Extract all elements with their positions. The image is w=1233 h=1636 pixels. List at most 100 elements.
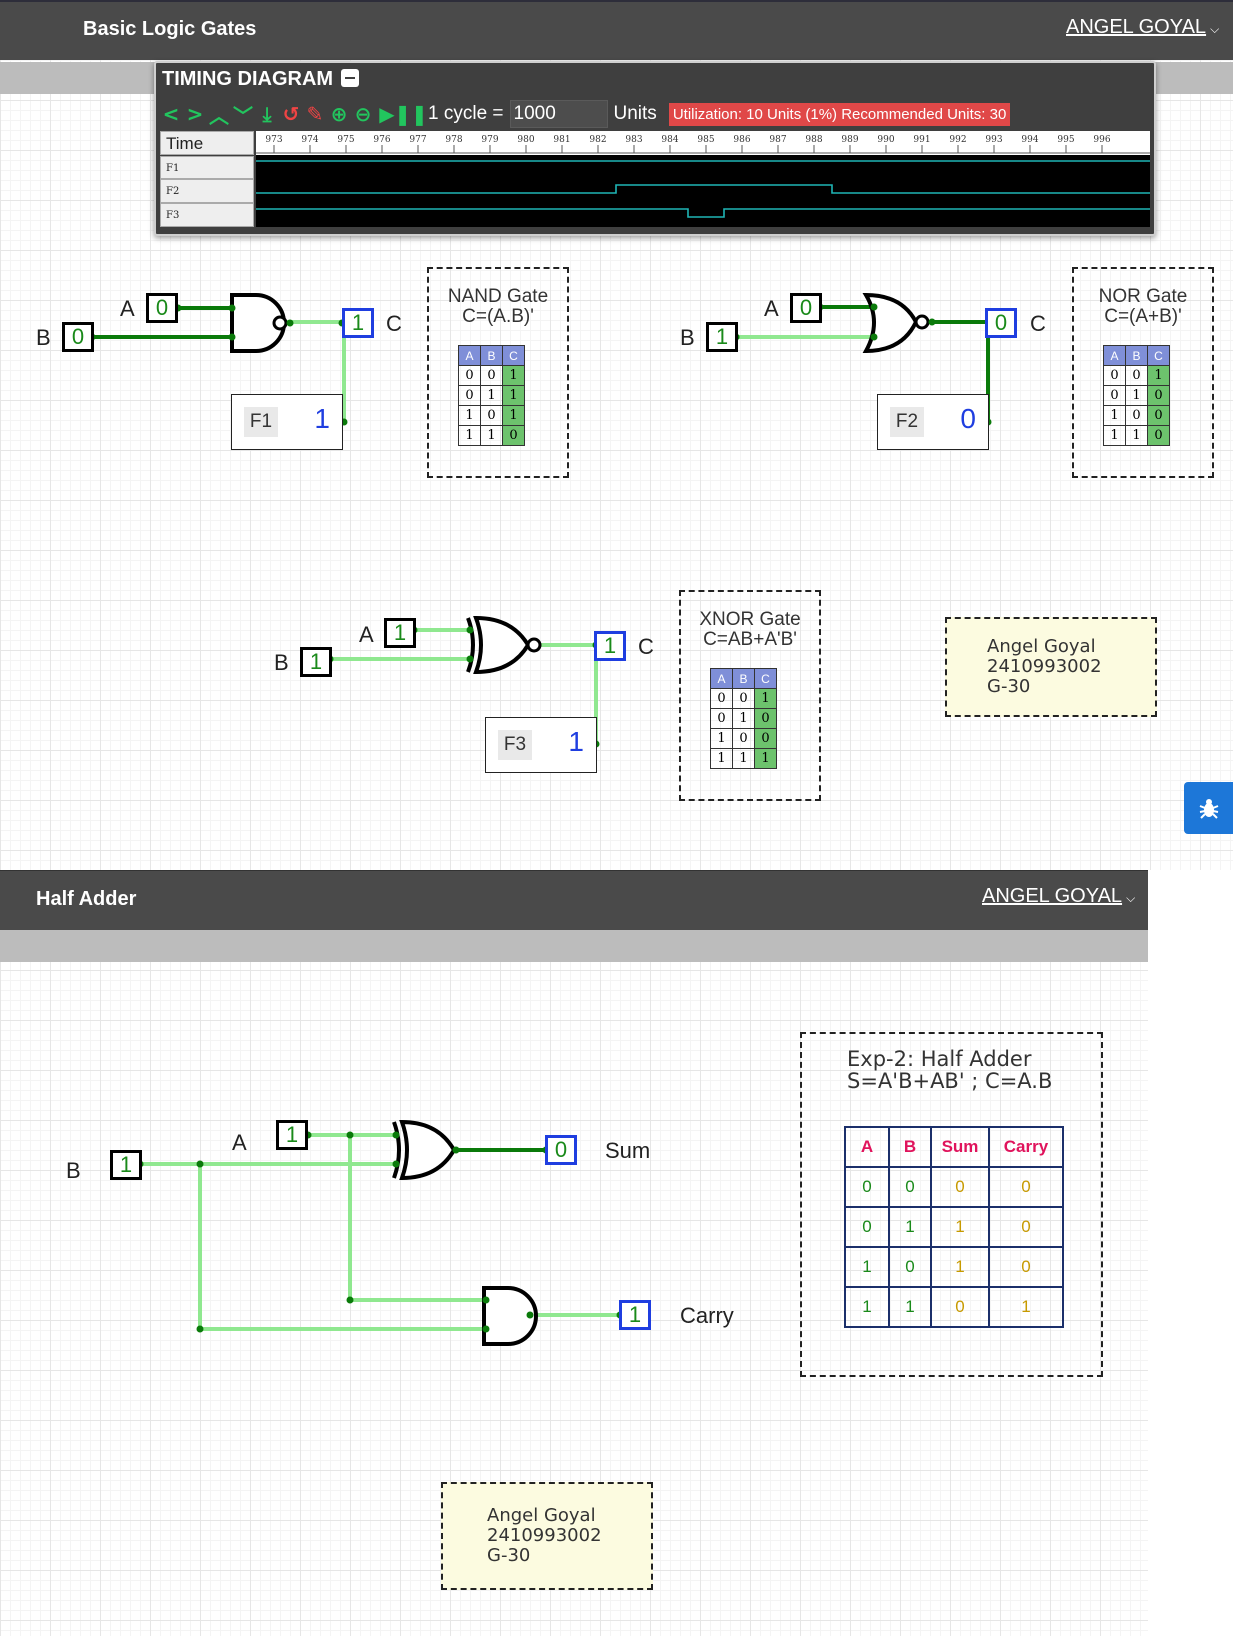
sum-label: Sum (605, 1138, 651, 1163)
cycle-label: 1 cycle = (428, 103, 504, 124)
time-tick-label: 989 (841, 135, 858, 145)
ha-cell: 0 (930, 1286, 990, 1328)
nand-input-b[interactable]: 0 (62, 322, 94, 352)
nor-input-a[interactable]: 0 (790, 293, 822, 323)
and-gate (482, 1286, 538, 1346)
carry-output[interactable]: 1 (619, 1300, 651, 1330)
download-icon[interactable]: ⤓ (262, 102, 272, 126)
ha-th-carry: Carry (988, 1126, 1064, 1168)
signal-label-f2: F2 (160, 179, 254, 203)
nor-circuit (732, 292, 992, 426)
timing-title: TIMING DIAGRAM (162, 68, 360, 91)
bug-report-button[interactable] (1184, 782, 1233, 834)
cycle-input[interactable] (509, 100, 608, 128)
bug-icon (1199, 799, 1218, 819)
xnor-input-b[interactable]: 1 (300, 647, 332, 677)
xnor-note-formula: C=AB+A'B' (703, 629, 797, 650)
sticky-note-1[interactable]: Angel Goyal 2410993002 G-30 (945, 617, 1157, 717)
time-tick-label: 982 (589, 135, 606, 145)
chevron-left-icon[interactable]: < (162, 102, 180, 126)
top-header: Basic Logic Gates ANGEL GOYAL⌵ (0, 0, 1233, 60)
ha-cell: 1 (888, 1286, 932, 1328)
chevron-down-icon[interactable]: ﹀ (233, 103, 253, 128)
user-menu[interactable]: ANGEL GOYAL⌵ (1066, 16, 1219, 39)
ha-cell: 0 (988, 1166, 1064, 1208)
nor-note-formula: C=(A+B)' (1104, 306, 1182, 327)
minimize-icon[interactable] (341, 69, 360, 87)
probe-f1[interactable]: F1 1 (231, 394, 343, 450)
ha-cell: 1 (844, 1246, 890, 1288)
nand-c-label: C (386, 311, 402, 336)
half-adder-user-menu[interactable]: ANGEL GOYAL⌵ (982, 885, 1135, 908)
ha-cell: 0 (888, 1246, 932, 1288)
time-tick-label: 975 (337, 135, 354, 145)
timing-toolbar: < > ︿ ﹀ ⤓ ↺ ✎ ⊕ ⊖ ▶ ❚❚ 1 cycle = Units U… (160, 99, 1011, 129)
nor-output[interactable]: 0 (985, 308, 1017, 338)
xnor-circuit (326, 615, 600, 748)
sum-output[interactable]: 0 (545, 1135, 577, 1165)
sticky1-name: Angel Goyal (987, 636, 1096, 657)
user-name: ANGEL GOYAL (1066, 16, 1207, 38)
chevron-up-icon[interactable]: ︿ (209, 103, 229, 128)
zoom-in-icon[interactable]: ⊕ (330, 102, 348, 126)
ha-cell: 1 (844, 1286, 890, 1328)
ha-a-label: A (232, 1130, 247, 1155)
half-adder-note[interactable]: Exp-2: Half Adder S=A'B+AB' ; C=A.B A B … (800, 1032, 1103, 1377)
play-icon[interactable]: ▶ (379, 102, 395, 126)
utilization-badge: Utilization: 10 Units (1%) Recommended U… (668, 102, 1011, 126)
timing-diagram-panel[interactable]: TIMING DIAGRAM < > ︿ ﹀ ⤓ ↺ ✎ ⊕ ⊖ ▶ ❚❚ 1 … (154, 61, 1156, 236)
ha-input-a[interactable]: 1 (276, 1120, 308, 1150)
probe-f3-value: 1 (568, 726, 584, 757)
chevron-right-icon[interactable]: > (186, 102, 204, 126)
time-tick-label: 983 (625, 135, 642, 145)
ha-input-b[interactable]: 1 (110, 1150, 142, 1180)
sticky2-group: G-30 (487, 1545, 531, 1566)
time-tick-label: 996 (1093, 135, 1110, 145)
nor-input-b[interactable]: 1 (706, 322, 738, 352)
time-tick-label: 995 (1057, 135, 1074, 145)
probe-f3[interactable]: F3 1 (485, 717, 597, 773)
nand-input-a[interactable]: 0 (146, 293, 178, 323)
nand-b-label: B (36, 325, 51, 350)
xnor-output[interactable]: 1 (594, 631, 626, 661)
ha-cell: 1 (930, 1246, 990, 1288)
time-tick-label: 978 (445, 135, 462, 145)
ha-cell: 0 (844, 1206, 890, 1248)
signal-label-f3: F3 (160, 203, 254, 227)
xnor-note-title: XNOR Gate (699, 609, 801, 630)
time-label: Time (160, 131, 254, 155)
ha-th-sum: Sum (930, 1126, 990, 1168)
pencil-icon[interactable]: ✎ (306, 102, 324, 126)
time-tick-label: 981 (553, 135, 570, 145)
time-tick-label: 992 (949, 135, 966, 145)
probe-f2[interactable]: F2 0 (877, 394, 989, 450)
sticky-note-2[interactable]: Angel Goyal 2410993002 G-30 (441, 1482, 653, 1590)
ha-cell: 0 (988, 1246, 1064, 1288)
reset-icon[interactable]: ↺ (282, 102, 300, 126)
pause-icon[interactable]: ❚❚ (394, 102, 428, 126)
time-tick-label: 994 (1021, 135, 1038, 145)
nand-a-label: A (120, 296, 135, 321)
nand-note-title: NAND Gate (447, 286, 549, 307)
probe-f3-name: F3 (498, 730, 532, 760)
carry-label: Carry (680, 1303, 734, 1328)
zoom-out-icon[interactable]: ⊖ (354, 102, 372, 126)
time-tick-label: 979 (481, 135, 498, 145)
probe-f2-value: 0 (960, 403, 976, 434)
time-tick-label: 990 (877, 135, 894, 145)
sticky1-id: 2410993002 (987, 656, 1102, 677)
ha-cell: 1 (988, 1286, 1064, 1328)
xnor-input-a[interactable]: 1 (384, 618, 416, 648)
nand-output[interactable]: 1 (342, 308, 374, 338)
time-tick-label: 973 (265, 135, 282, 145)
xor-gate (399, 1119, 457, 1181)
signal-label-f1: F1 (160, 156, 254, 179)
probe-f1-name: F1 (244, 407, 278, 437)
time-tick-label: 984 (661, 135, 678, 145)
